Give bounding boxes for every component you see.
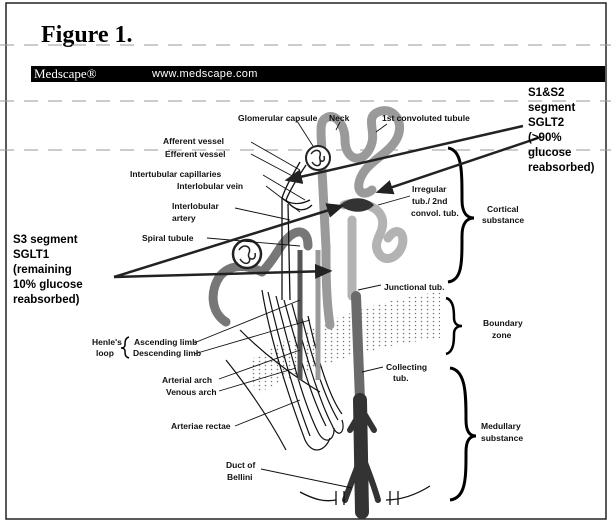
s1s2-line-6: reabsorbed) [528, 162, 595, 174]
label-interlobular-artery-2: artery [172, 213, 196, 223]
label-medullary-2: substance [481, 433, 523, 443]
label-intertubular-capillaries: Intertubular capillaries [130, 169, 221, 179]
label-irregular-2: tub./ 2nd [412, 196, 447, 206]
label-boundary-2: zone [492, 330, 512, 340]
s1s2-line-1: S1&S2 [528, 87, 564, 99]
s3-line-5: reabsorbed) [13, 294, 80, 306]
label-descending-limb: Descending limb [133, 348, 201, 358]
label-junctional-tub: Junctional tub. [384, 282, 444, 292]
label-neck: Neck [329, 113, 350, 123]
label-collecting-1: Collecting [386, 362, 427, 372]
label-venous-arch: Venous arch [166, 387, 217, 397]
label-bellini-1: Duct of [226, 460, 255, 470]
label-arterial-arch: Arterial arch [162, 375, 212, 385]
s3-line-4: 10% glucose [13, 279, 83, 291]
henle-brace [121, 337, 129, 358]
s3-line-1: S3 segment [13, 234, 78, 246]
label-first-convoluted-tubule: 1st convoluted tubule [382, 113, 470, 123]
label-irregular-3: convol. tub. [411, 208, 459, 218]
label-medullary-1: Medullary [481, 421, 521, 431]
s1s2-line-2: segment [528, 102, 575, 114]
proximal-tubule [321, 111, 400, 325]
s1s2-line-4: (>90% [528, 132, 562, 144]
glomerulus-upper [306, 146, 330, 170]
boundary-brace [446, 298, 462, 354]
label-interlobular-vein: Interlobular vein [177, 181, 243, 191]
label-irregular-1: Irregular [412, 184, 447, 194]
label-glomerular-capsule: Glomerular capsule [238, 113, 318, 123]
label-cortical-2: substance [482, 215, 524, 225]
label-cortical-1: Cortical [487, 204, 519, 214]
s1s2-line-5: glucose [528, 147, 571, 159]
s3-annotation: S3 segment SGLT1 (remaining 10% glucose … [13, 234, 83, 306]
label-ascending-limb: Ascending limb [134, 337, 197, 347]
label-interlobular-artery-1: Interlobular [172, 201, 219, 211]
s1s2-line-3: SGLT2 [528, 117, 564, 129]
label-arteriae-rectae: Arteriae rectae [171, 421, 231, 431]
label-bellini-2: Bellini [227, 472, 253, 482]
label-efferent-vessel: Efferent vessel [165, 149, 225, 159]
glomerulus-lower [233, 240, 261, 268]
label-spiral-tubule: Spiral tubule [142, 233, 194, 243]
medullary-brace [450, 368, 476, 500]
label-collecting-2: tub. [393, 373, 409, 383]
label-henle-1: Henle's [92, 337, 122, 347]
s3-line-2: SGLT1 [13, 249, 50, 261]
s1s2-annotation: S1&S2 segment SGLT2 (>90% glucose reabso… [528, 87, 595, 174]
label-afferent-vessel: Afferent vessel [163, 136, 224, 146]
label-henle-2: loop [96, 348, 114, 358]
s3-line-3: (remaining [13, 264, 72, 276]
label-boundary-1: Boundary [483, 318, 523, 328]
